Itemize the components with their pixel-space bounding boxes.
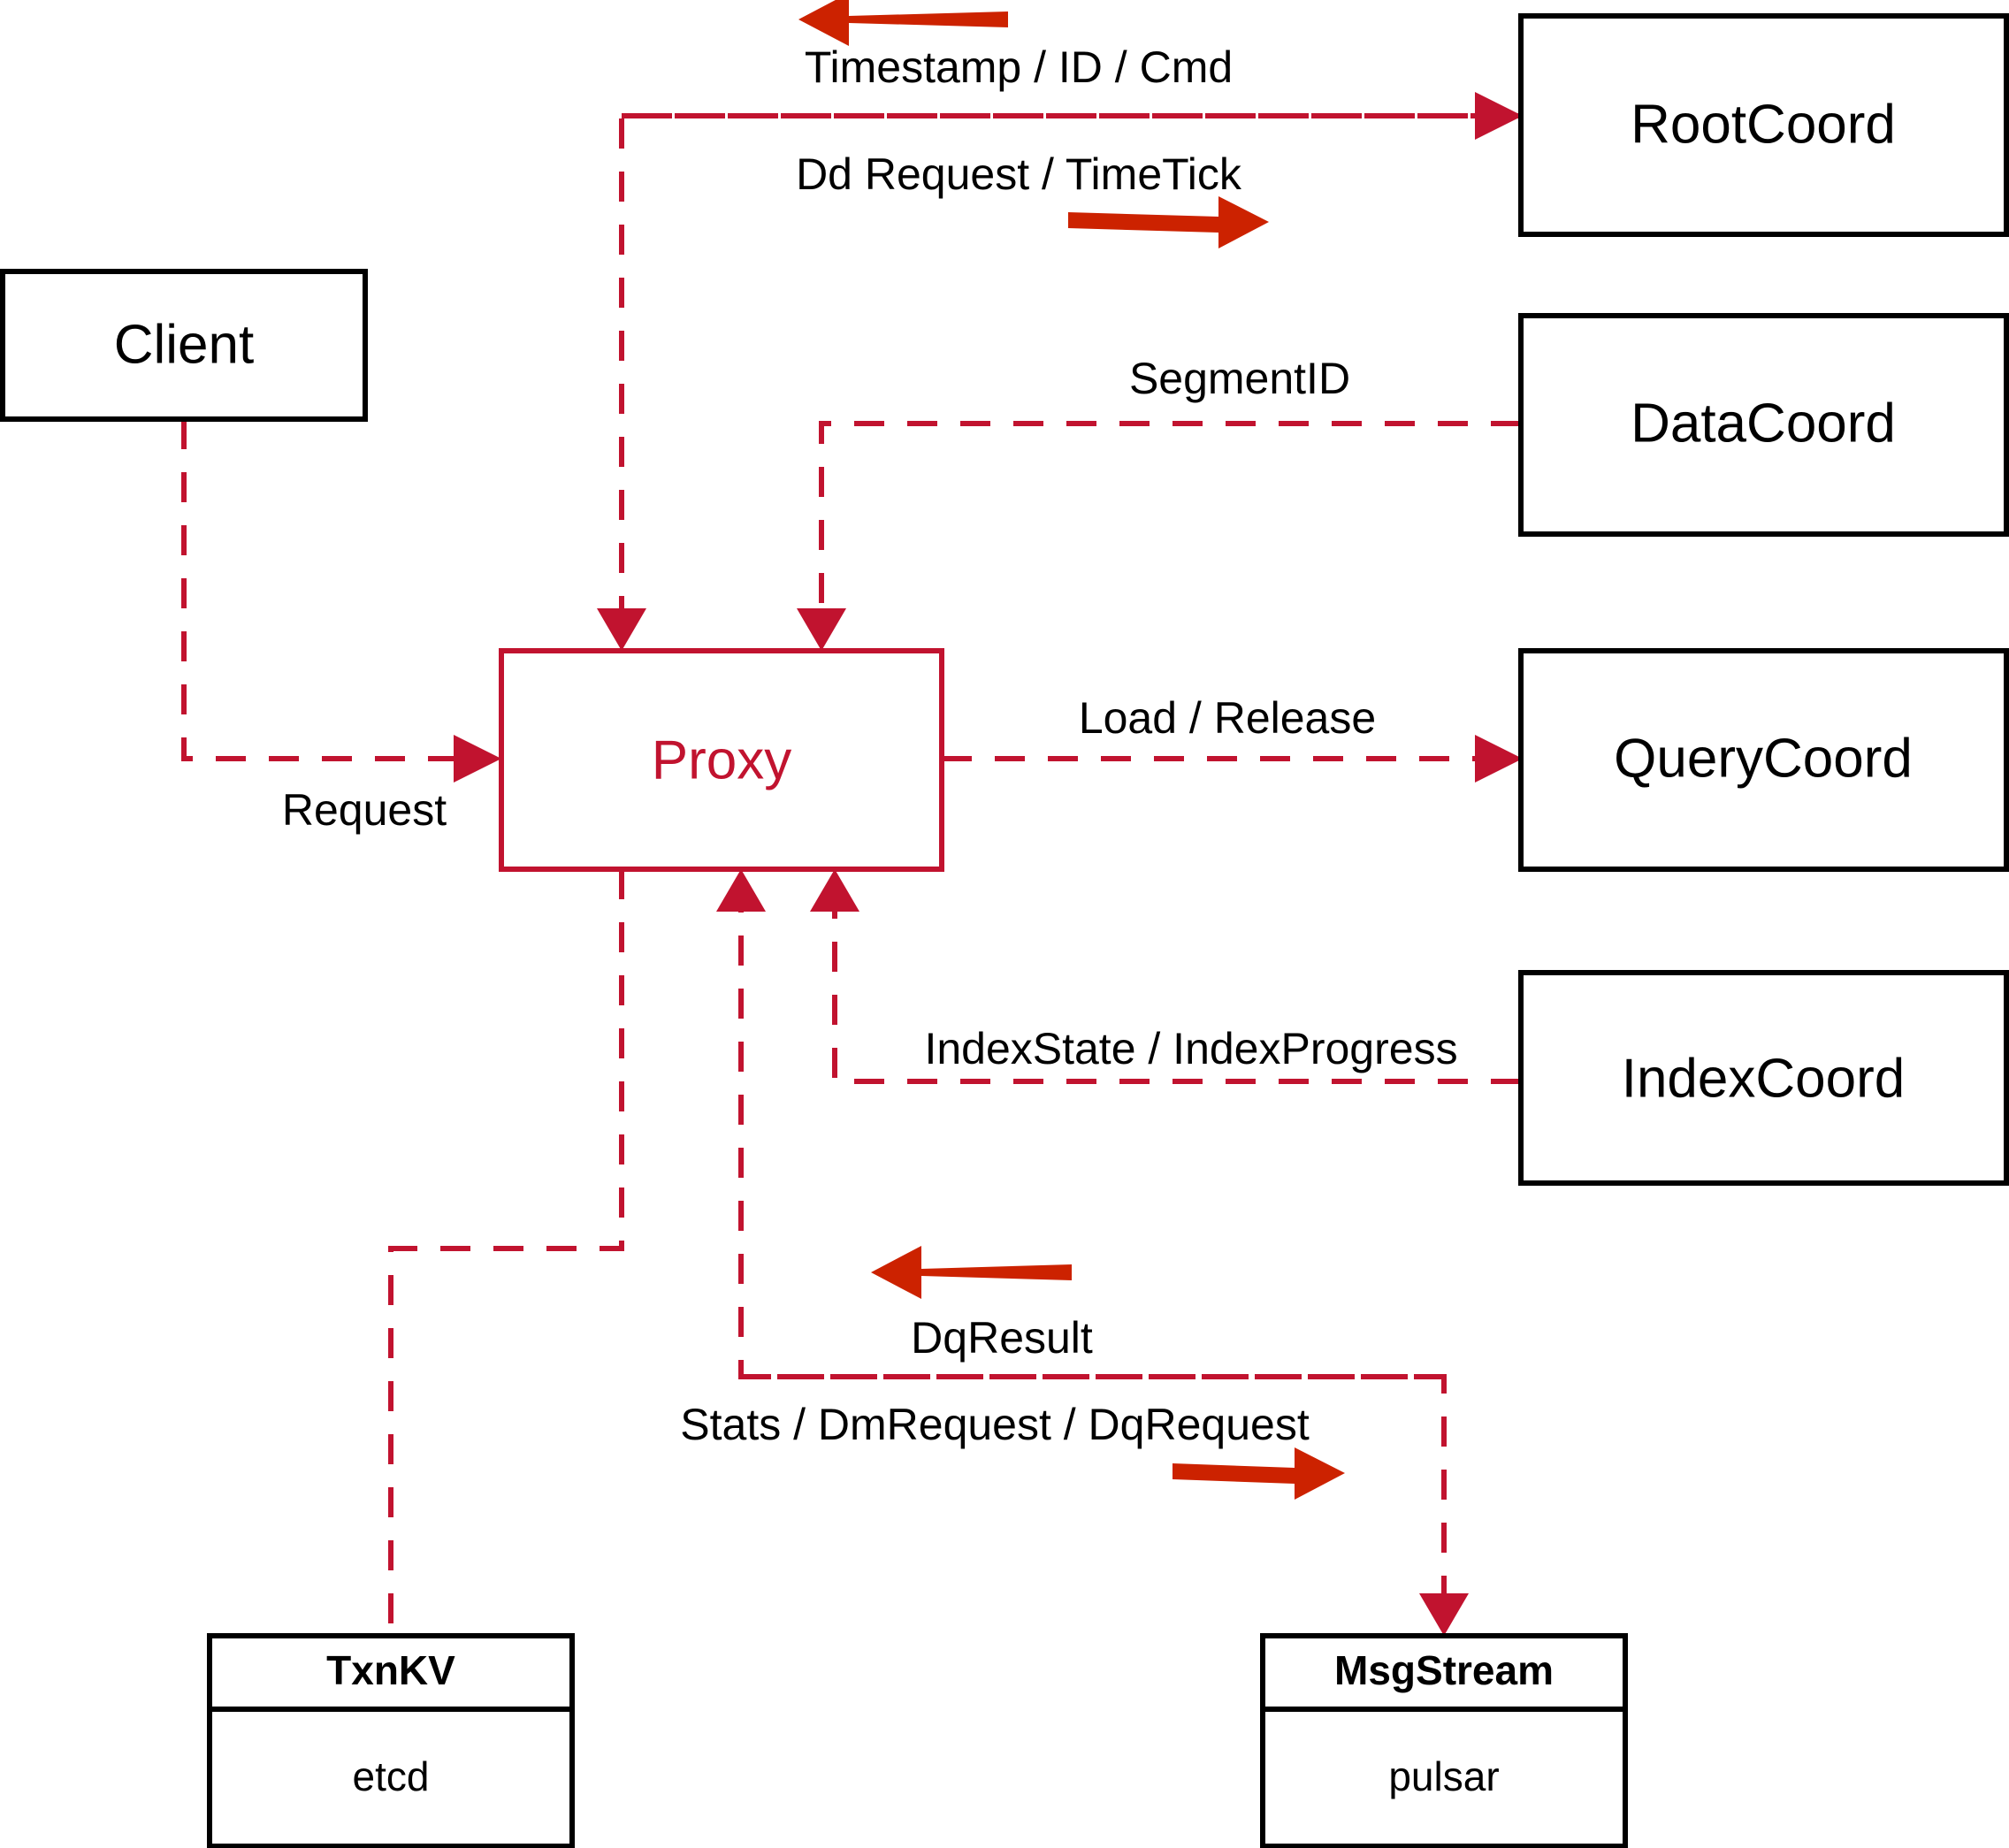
msgstream-box[interactable] [1260, 1633, 1628, 1848]
arrowhead-into-proxy-top-right [797, 608, 846, 651]
edge-rootcoord-to-proxy [597, 113, 1521, 651]
edge-datacoord-to-proxy [797, 421, 1521, 651]
proxy-label: Proxy [652, 729, 791, 790]
edge-label-indexstate-indexprogress: IndexState / IndexProgress [924, 1024, 1457, 1073]
direction-arrow-timestamp-id-cmd [798, 0, 1008, 46]
edge-path-msgstream-to-proxy [738, 902, 1444, 1379]
edge-proxy-to-rootcoord [622, 92, 1523, 140]
datacoord-box[interactable] [1518, 313, 2009, 537]
querycoord-box[interactable] [1518, 648, 2009, 872]
direction-arrow-dd-request-timetick [1068, 196, 1269, 248]
querycoord-label: QueryCoord [1614, 728, 1913, 789]
indexcoord-label: IndexCoord [1622, 1048, 1906, 1109]
arrowhead-into-proxy-left [454, 735, 501, 783]
edge-label-segmentid: SegmentID [1129, 354, 1350, 403]
client-label: Client [114, 314, 255, 375]
proxy-box[interactable] [499, 648, 944, 872]
datacoord-label: DataCoord [1631, 393, 1896, 454]
txnkv-box[interactable] [207, 1633, 575, 1848]
arrowhead-into-querycoord [1475, 735, 1523, 783]
arrowhead-into-rootcoord [1475, 92, 1523, 140]
direction-arrow-dqresult [871, 1246, 1072, 1299]
txnkv-implementation: etcd [353, 1753, 430, 1799]
rootcoord-label: RootCoord [1631, 94, 1896, 155]
node-txnkv[interactable]: TxnKV etcd [207, 1633, 575, 1848]
node-datacoord[interactable]: DataCoord [1518, 313, 2009, 537]
edge-path-indexcoord-to-proxy [832, 902, 1521, 1084]
edge-path-proxy-to-msgstream [741, 1374, 1447, 1604]
edge-path-proxy-to-txnkv [388, 869, 624, 1636]
edge-indexcoord-to-proxy [810, 869, 1521, 1084]
node-rootcoord[interactable]: RootCoord [1518, 13, 2009, 237]
edge-client-to-proxy [181, 419, 501, 783]
arrowhead-into-msgstream [1419, 1593, 1469, 1636]
edge-label-load-release: Load / Release [1079, 693, 1376, 743]
rootcoord-box[interactable] [1518, 13, 2009, 237]
edge-proxy-to-querycoord [942, 735, 1523, 783]
edge-label-dqresult: DqResult [911, 1313, 1093, 1363]
edge-label-dd-request-timetick: Dd Request / TimeTick [796, 149, 1242, 199]
edge-label-request: Request [282, 785, 447, 835]
edge-path-datacoord-to-proxy [819, 421, 1521, 619]
edge-msgstream-to-proxy [716, 869, 1444, 1379]
edge-proxy-to-txnkv [388, 869, 624, 1636]
node-indexcoord[interactable]: IndexCoord [1518, 970, 2009, 1186]
arrowhead-into-proxy-top-left [597, 608, 646, 651]
node-client[interactable]: Client [0, 269, 368, 422]
client-box[interactable] [0, 269, 368, 422]
arrowhead-into-proxy-bottom-right [810, 869, 859, 912]
edge-label-timestamp-id-cmd: Timestamp / ID / Cmd [805, 42, 1233, 92]
txnkv-title: TxnKV [326, 1647, 455, 1693]
edge-path-rootcoord-to-proxy [619, 113, 1521, 619]
msgstream-title: MsgStream [1334, 1647, 1554, 1693]
node-querycoord[interactable]: QueryCoord [1518, 648, 2009, 872]
node-msgstream[interactable]: MsgStream pulsar [1260, 1633, 1628, 1848]
node-proxy[interactable]: Proxy [499, 648, 944, 872]
edge-label-stats-dmrequest-dqrequest: Stats / DmRequest / DqRequest [680, 1400, 1310, 1449]
direction-arrow-stats-dmrequest-dqrequest [1173, 1447, 1345, 1500]
msgstream-implementation: pulsar [1388, 1753, 1499, 1799]
indexcoord-box[interactable] [1518, 970, 2009, 1186]
edge-proxy-to-msgstream [741, 1374, 1469, 1636]
edge-path-client-to-proxy [181, 419, 473, 761]
arrowhead-into-proxy-bottom-left [716, 869, 766, 912]
